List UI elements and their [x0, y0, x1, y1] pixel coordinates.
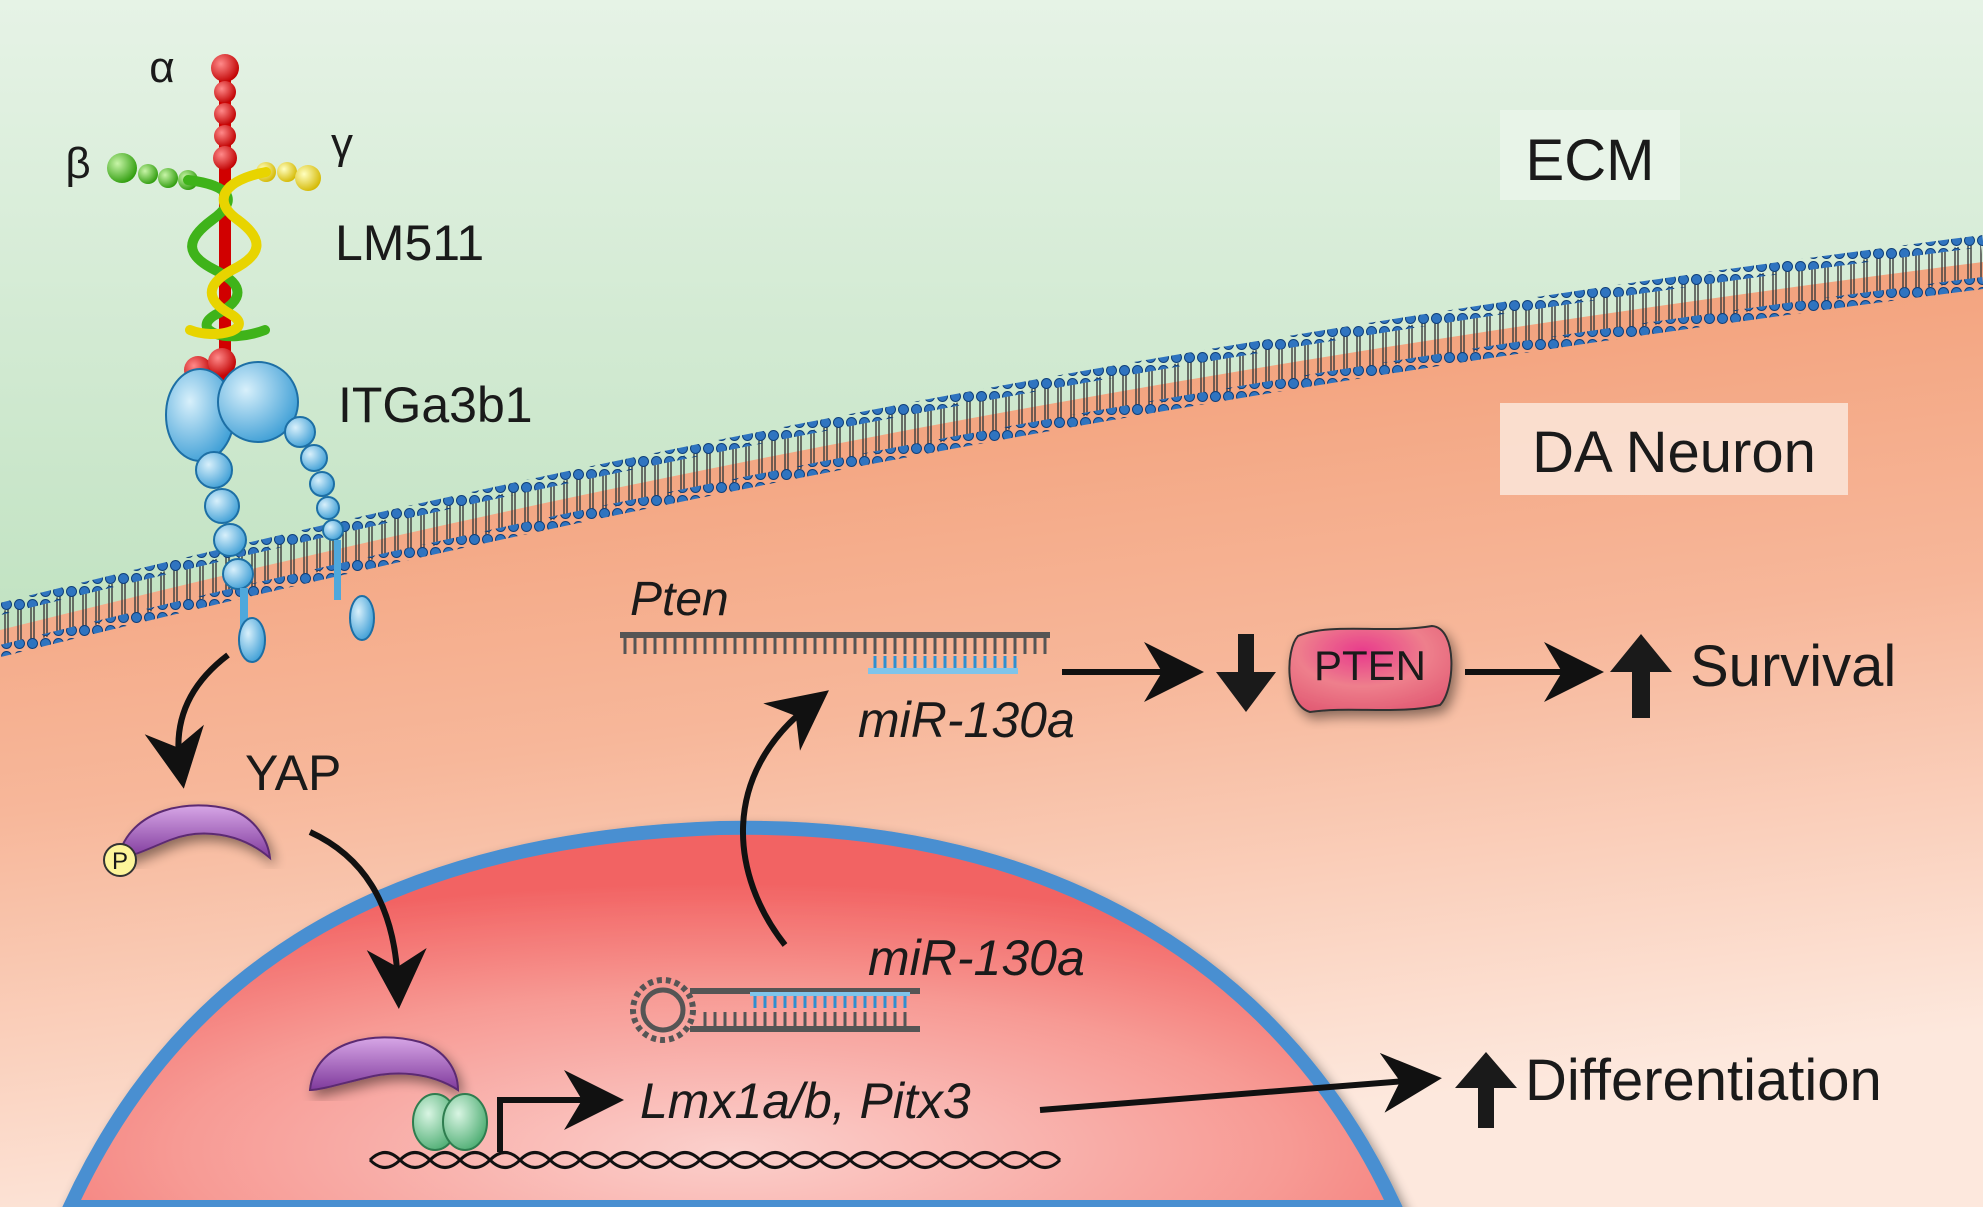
laminin-label: LM511: [335, 215, 484, 271]
target-genes-label: Lmx1a/b, Pitx3: [640, 1073, 971, 1129]
neuron-label: DA Neuron: [1532, 420, 1816, 485]
yap-label: YAP: [245, 745, 341, 801]
phosphate-group: [103, 843, 137, 877]
ecm-label: ECM: [1526, 128, 1655, 193]
pten-protein: [1288, 624, 1453, 714]
laminin-beta-label: β: [65, 139, 90, 188]
arrow-integrin-to-yap: [144, 652, 230, 789]
transcription-start-arrow: [497, 1070, 624, 1152]
differentiation-label: Differentiation: [1525, 1048, 1882, 1113]
yap-tead-complex: [308, 1036, 488, 1151]
mirna-cytoplasm-label: miR-130a: [858, 692, 1075, 748]
arrow-yap-to-nucleus: [308, 829, 427, 1009]
mirna-bound: [868, 656, 1018, 670]
integrin-itga3b1: ITGa3b1: [165, 361, 533, 663]
integrin-label: ITGa3b1: [338, 377, 533, 433]
laminin-lm511: α β γ LM511: [65, 43, 484, 384]
dna-helix: [368, 1151, 1062, 1169]
laminin-alpha-label: α: [149, 43, 174, 92]
neuron-label-box: DA Neuron: [1500, 403, 1848, 495]
arrow-to-differentiation: [1039, 1052, 1442, 1113]
mirna-hairpin: miR-130a: [630, 930, 1085, 1043]
phosphate-label: P: [112, 848, 128, 875]
ecm-label-box: ECM: [1500, 110, 1680, 200]
pten-down-arrow: [1216, 634, 1276, 712]
pten-protein-label: PTEN: [1314, 642, 1426, 689]
laminin-gamma-label: γ: [331, 119, 353, 168]
pten-gene-label: Pten: [630, 573, 729, 626]
pten-mrna: Pten miR-130a: [620, 573, 1075, 748]
tead-protein-2: [442, 1093, 488, 1151]
survival-label: Survival: [1690, 634, 1896, 699]
yap-cytoplasm: P YAP: [103, 745, 341, 877]
mirna-nucleus-label: miR-130a: [868, 930, 1085, 986]
arrow-mirna-export: [740, 690, 829, 947]
differentiation-up-arrow: [1455, 1052, 1517, 1128]
survival-up-arrow: [1610, 634, 1672, 718]
